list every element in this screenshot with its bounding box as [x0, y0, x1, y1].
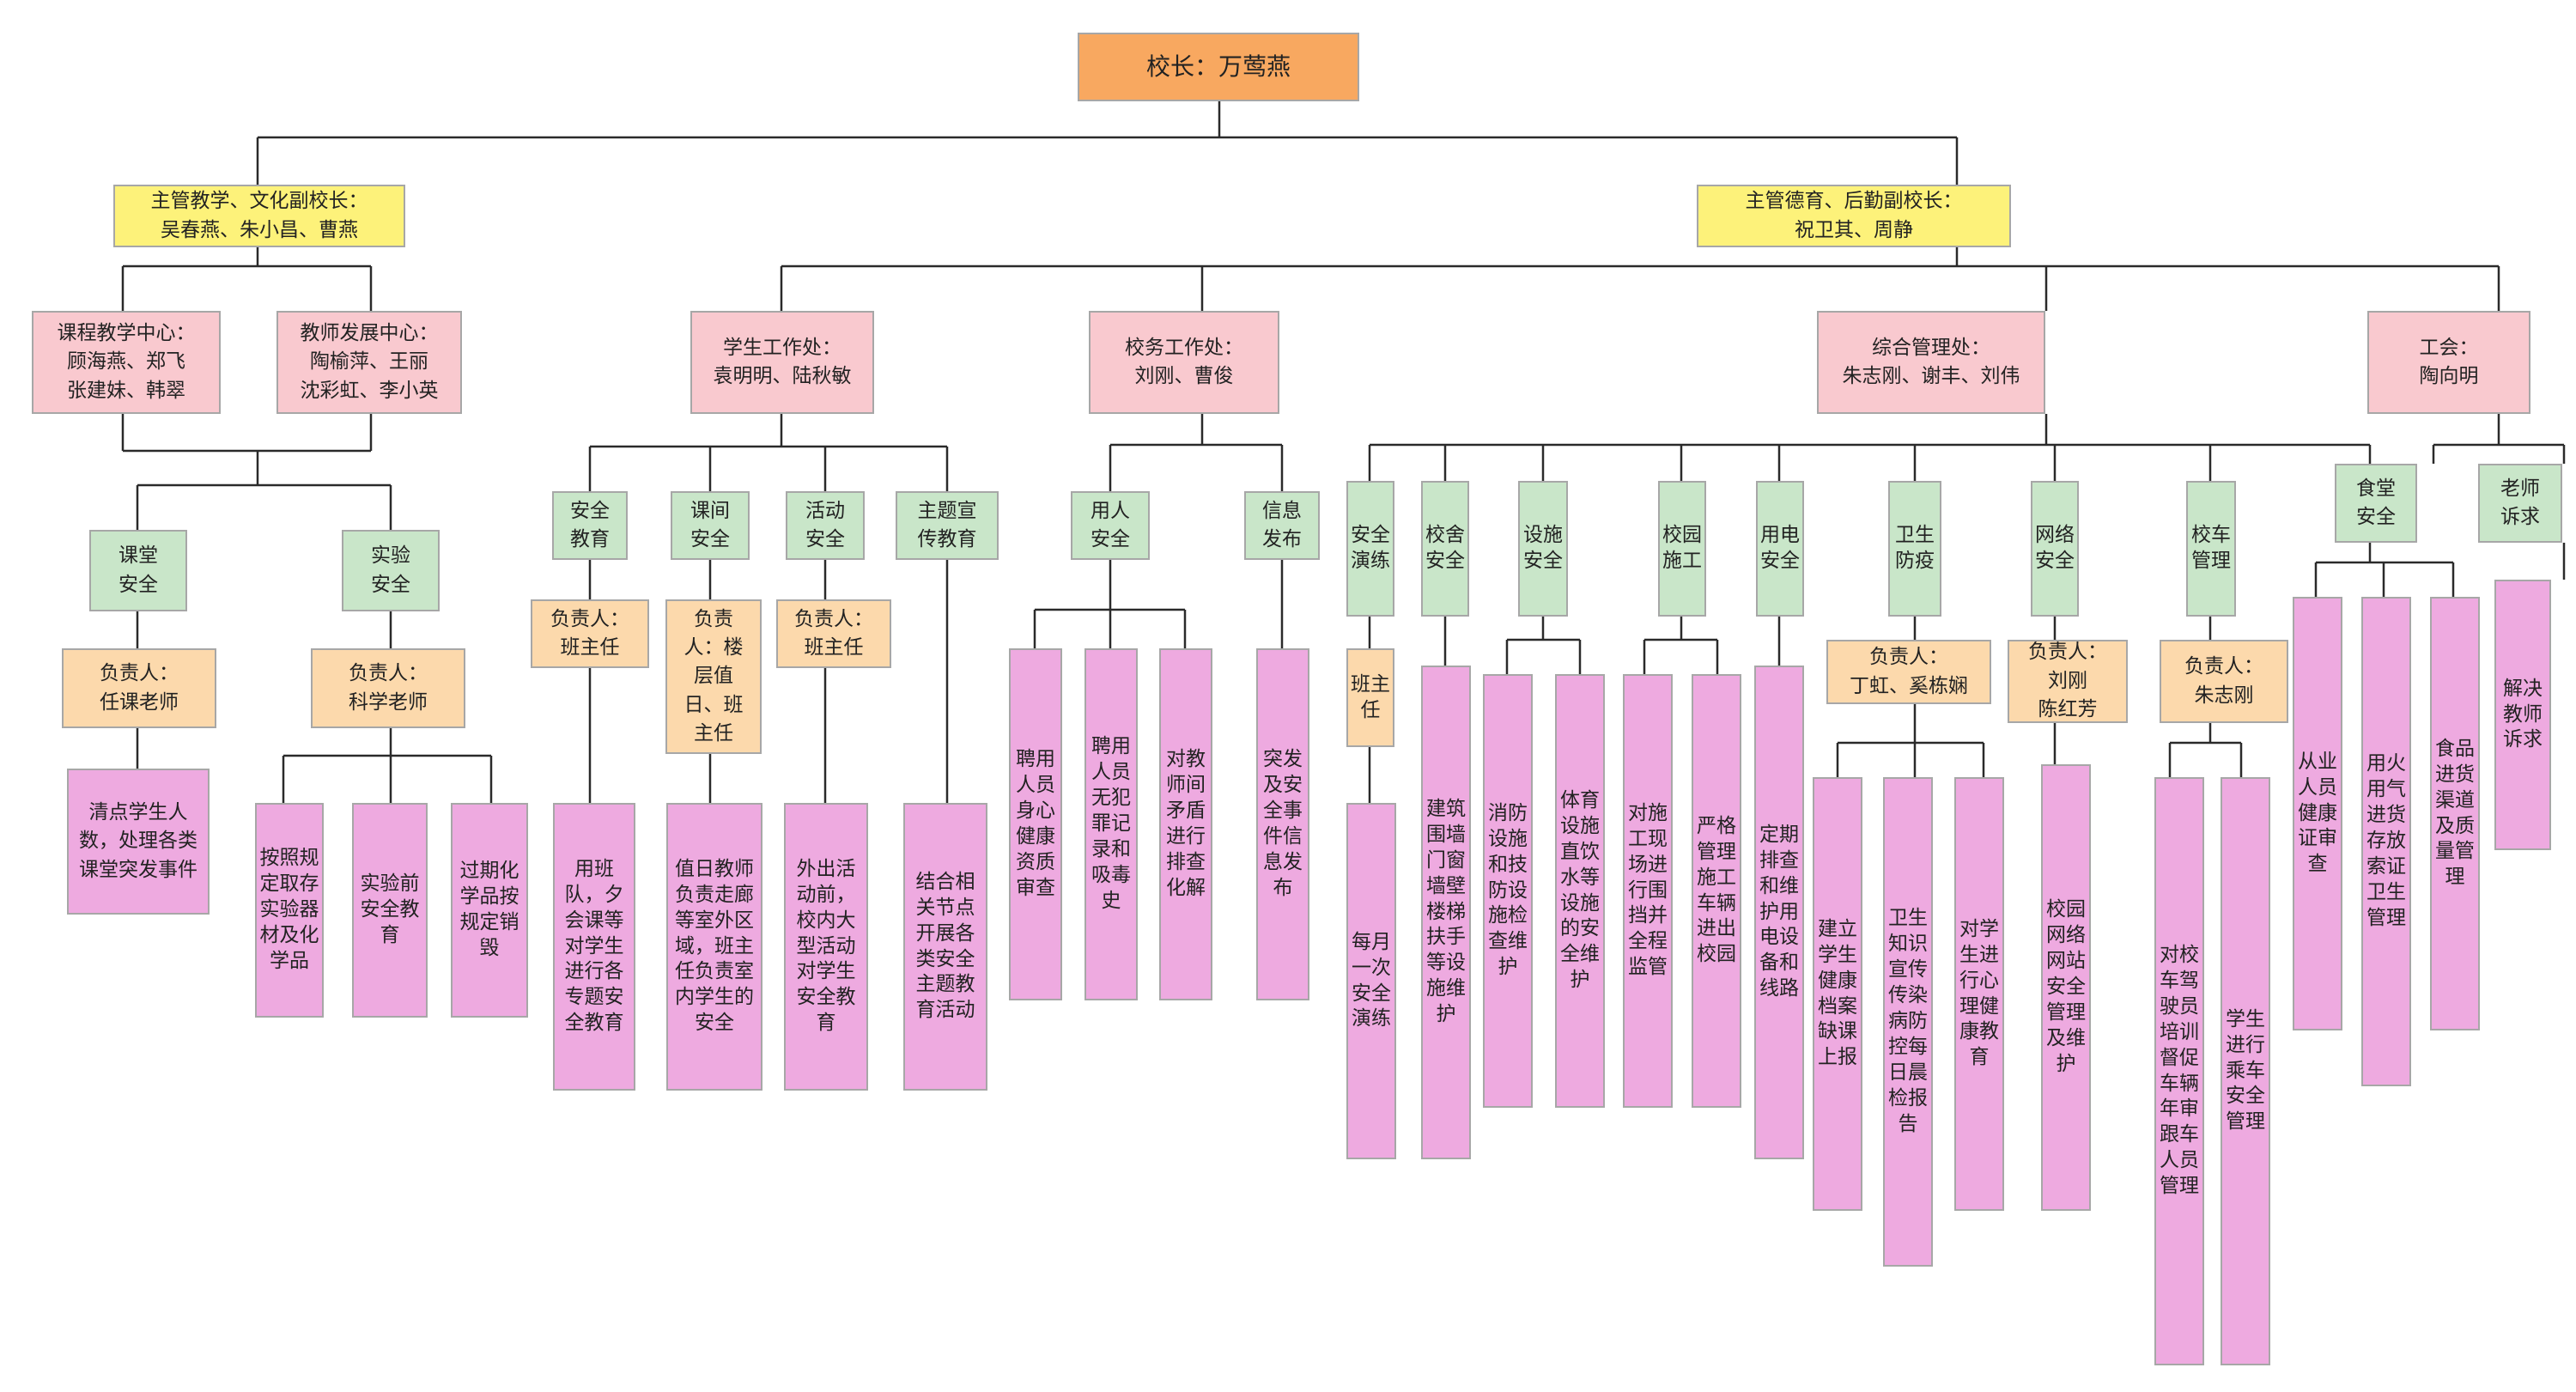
bus-responsible: 负责人： 朱志刚	[2160, 640, 2288, 723]
canteen-task-fire-gas: 用火用气进货存放索证卫生管理	[2361, 597, 2411, 1086]
vp-teaching-node: 主管教学、文化副校长： 吴春燕、朱小昌、曹燕	[113, 185, 405, 247]
appeal-task: 解决教师诉求	[2494, 580, 2551, 850]
network-safety-node: 网络安全	[2031, 481, 2079, 617]
drill-responsible: 班主任	[1346, 648, 1394, 747]
student-affairs-office: 学生工作处： 袁明明、陆秋敏	[690, 311, 874, 414]
responsible-floor-duty: 负责人：楼层值日、班主任	[665, 599, 762, 754]
break-safety-node: 课间 安全	[671, 491, 750, 560]
responsible-head-teacher-1: 负责人： 班主任	[531, 599, 649, 668]
hygiene-responsible: 负责人： 丁虹、奚栋娴	[1826, 640, 1991, 704]
canteen-task-food-quality: 食品进货渠道及质量管理	[2430, 597, 2480, 1030]
bus-management-node: 校车管理	[2186, 481, 2236, 617]
classroom-safety-node: 课堂 安全	[89, 530, 187, 611]
facility-task-fire: 消防设施和技防设施检查维护	[1483, 674, 1533, 1108]
safety-education-node: 安全 教育	[552, 491, 628, 560]
bus-task-drivers: 对校车驾驶员培训督促车辆年审跟车人员管理	[2154, 777, 2204, 1365]
lab-task-pre-education: 实验前安全教育	[352, 803, 428, 1018]
theme-publicity-node: 主题宣 传教育	[896, 491, 999, 560]
teacher-appeal-node: 老师 诉求	[2478, 464, 2562, 543]
bus-task-riding: 学生进行乘车安全管理	[2221, 777, 2270, 1365]
classroom-safety-task: 清点学生人数，处理各类课堂突发事件	[67, 769, 210, 915]
canteen-safety-node: 食堂 安全	[2335, 464, 2417, 543]
drill-node: 安全演练	[1346, 481, 1394, 617]
construction-task-fence: 对施工现场进行围挡并全程监管	[1623, 674, 1673, 1108]
hygiene-node: 卫生防疫	[1888, 481, 1941, 617]
electric-task: 定期排查和维护用电设备和线路	[1754, 666, 1804, 1159]
building-task: 建筑围墙门窗墙壁楼梯扶手等设施维护	[1421, 666, 1471, 1159]
curriculum-teaching-center: 课程教学中心： 顾海燕、郑飞 张建妹、韩翠	[32, 311, 221, 414]
lab-safety-node: 实验 安全	[342, 530, 440, 611]
union-node: 工会： 陶向明	[2367, 311, 2530, 414]
canteen-task-health-cert: 从业人员健康证审查	[2293, 597, 2342, 1030]
teacher-development-center: 教师发展中心： 陶榆萍、王丽 沈彩虹、李小英	[276, 311, 462, 414]
activity-safety-node: 活动 安全	[786, 491, 865, 560]
electric-safety-node: 用电安全	[1756, 481, 1804, 617]
lab-task-storage: 按照规定取存实验器材及化学品	[255, 803, 324, 1018]
construction-task-vehicles: 严格管理施工车辆进出校园	[1692, 674, 1741, 1108]
info-release-task: 突发及安全事件信息发布	[1256, 648, 1309, 1000]
general-management-office: 综合管理处： 朱志刚、谢丰、刘伟	[1817, 311, 2045, 414]
hiring-task-health: 聘用人员身心健康资质审查	[1009, 648, 1062, 1000]
network-responsible: 负责人： 刘刚 陈红芳	[2008, 640, 2128, 723]
vp-moral-logistics-node: 主管德育、后勤副校长： 祝卫其、周静	[1697, 185, 2011, 247]
hiring-safety-node: 用人 安全	[1071, 491, 1150, 560]
facility-safety-node: 设施安全	[1518, 481, 1568, 617]
construction-node: 校园施工	[1658, 481, 1706, 617]
hygiene-task-records: 建立学生健康档案缺课上报	[1813, 777, 1862, 1211]
hiring-task-background: 聘用人员无犯罪记录和吸毒史	[1084, 648, 1138, 1000]
principal-node: 校长：万莺燕	[1078, 33, 1359, 101]
break-safety-task: 值日教师负责走廊等室外区域，班主任负责室内学生的安全	[666, 803, 762, 1091]
info-release-node: 信息 发布	[1244, 491, 1320, 560]
responsible-head-teacher-2: 负责人： 班主任	[776, 599, 891, 668]
hygiene-task-mental: 对学生进行心理健康教育	[1954, 777, 2004, 1211]
network-task: 校园网络网站安全管理及维护	[2041, 764, 2091, 1211]
responsible-science-teacher: 负责人： 科学老师	[311, 648, 465, 728]
lab-task-disposal: 过期化学品按规定销毁	[451, 803, 528, 1018]
school-affairs-office: 校务工作处： 刘刚、曹俊	[1089, 311, 1279, 414]
responsible-subject-teacher: 负责人： 任课老师	[62, 648, 216, 728]
theme-education-task: 结合相关节点开展各类安全主题教育活动	[903, 803, 987, 1091]
building-safety-node: 校舍安全	[1421, 481, 1469, 617]
drill-task: 每月一次安全演练	[1346, 803, 1396, 1159]
facility-task-sports: 体育设施直饮水等设施的安全维护	[1555, 674, 1605, 1108]
activity-safety-task: 外出活动前，校内大型活动对学生安全教育	[784, 803, 868, 1091]
safety-education-task: 用班队，夕会课等对学生进行各专题安全教育	[553, 803, 635, 1091]
hygiene-task-epidemic: 卫生知识宣传传染病防控每日晨检报告	[1883, 777, 1933, 1267]
hiring-task-conflict: 对教师间矛盾进行排查化解	[1159, 648, 1212, 1000]
